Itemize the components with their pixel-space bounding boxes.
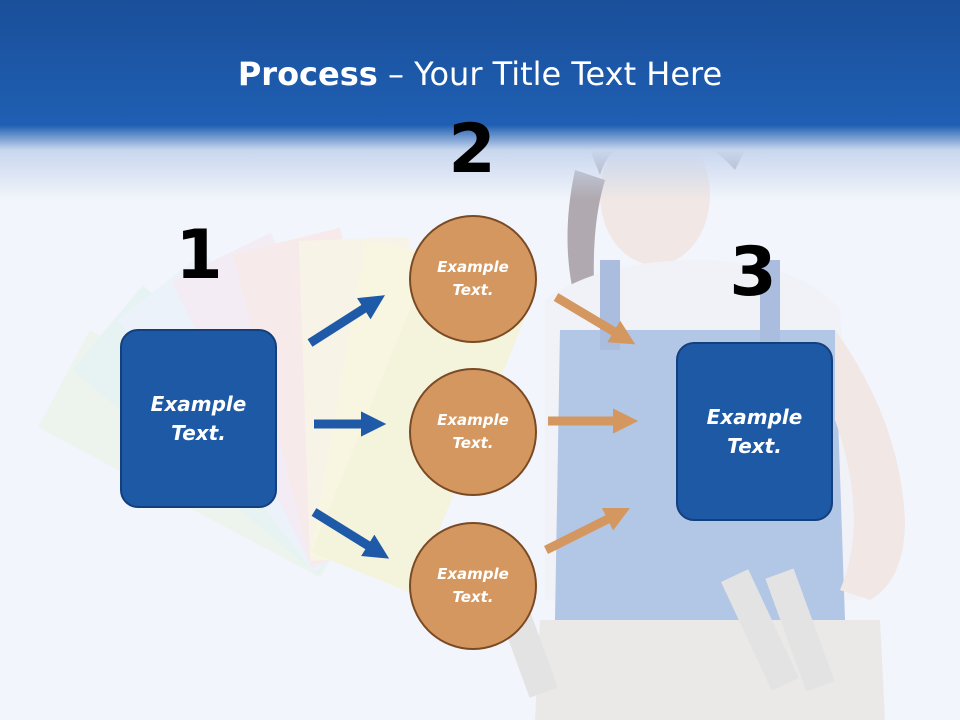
step-2-circle-text: Example Text. [437, 411, 509, 452]
step-number-1: 1 [175, 216, 223, 295]
header-band [0, 0, 960, 200]
title-rest: – Your Title Text Here [377, 55, 723, 93]
step-2-circle-text: Example Text. [437, 565, 509, 606]
step-1-text: Example Text. [150, 391, 247, 445]
step-number-2: 2 [448, 110, 496, 189]
arrow-right-icon [543, 507, 631, 555]
title-bold: Process [237, 55, 378, 93]
step-3-box: Example Text. [676, 342, 833, 521]
arrow-right-icon [553, 293, 636, 345]
step-2-circle-text: Example Text. [437, 258, 509, 299]
step-2-circle-middle: Example Text. [409, 368, 537, 496]
arrow-right-icon [311, 508, 390, 559]
step-1-box: Example Text. [120, 329, 277, 508]
arrow-right-icon [307, 295, 385, 347]
step-2-circle-bottom: Example Text. [409, 522, 537, 650]
step-3-text: Example Text. [706, 404, 803, 458]
step-2-circle-top: Example Text. [409, 215, 537, 343]
step-number-3: 3 [729, 233, 777, 312]
page-title: Process – Your Title Text Here [0, 52, 960, 96]
